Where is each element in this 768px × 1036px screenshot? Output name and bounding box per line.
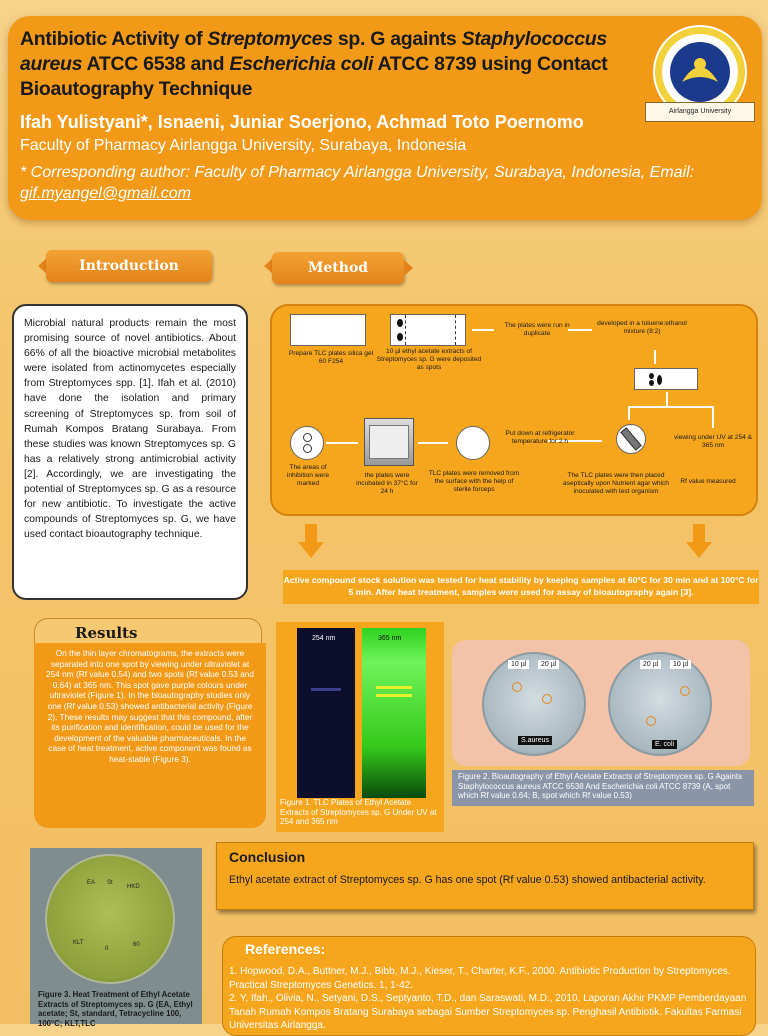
step-remove-label: TLC plates were removed from the surface… [428, 470, 520, 493]
step-duplicate-label: The plates were run in duplicate [504, 322, 570, 337]
title-part: Antibiotic Activity of [20, 28, 208, 50]
flow-arrow [654, 350, 656, 364]
step-develop-label: developed in a toluene:ethanol mixture (… [597, 320, 687, 335]
dish1-name: S.aureus [518, 736, 553, 745]
dish3-label: HKD [127, 884, 140, 890]
down-arrow-icon [298, 524, 324, 558]
title-part: ATCC 6538 and [82, 53, 230, 75]
results-box: On the thin layer chromatograms, the ext… [34, 643, 266, 828]
label-365nm: 365 nm [378, 635, 402, 642]
flow-arrow [548, 440, 602, 442]
petri-dish-ecoli [608, 652, 712, 756]
method-tab: Method [272, 252, 404, 284]
figure-2-caption: Figure 2. Bioautography of Ethyl Acetate… [452, 770, 754, 806]
affiliation: Faculty of Pharmacy Airlangga University… [20, 137, 467, 154]
inhibition-zone [646, 716, 656, 726]
title-part: ATCC 8739 using Contact Bioautography Te… [20, 53, 608, 100]
poster-title: Antibiotic Activity of Streptomyces sp. … [20, 27, 640, 102]
flow-arrow [418, 442, 448, 444]
inhibition-zone [542, 694, 552, 704]
dish2-label-10: 10 µl [670, 660, 692, 669]
logo-band: Airlangga University [645, 102, 755, 122]
dish2-name: E. coli [652, 740, 678, 749]
references-box: References: 1. Hopwood, D.A., Buttner, M… [222, 936, 756, 1036]
flow-arrow [628, 406, 714, 408]
tlc-254nm-image [297, 628, 355, 798]
reference-item: 2. Y, Ifah., Olivia, N., Setyani, D.S., … [229, 993, 747, 1032]
poster-header [8, 16, 762, 220]
flow-arrow [666, 392, 668, 406]
flow-arrow [472, 329, 494, 331]
step-placed-label: The TLC plates were then placed aseptica… [563, 472, 669, 495]
dish3-label: St [107, 880, 113, 886]
tlc-plate-spotted [390, 314, 466, 346]
title-part: Escherichia coli [229, 53, 374, 75]
conclusion-title: Conclusion [229, 849, 306, 865]
label-254nm: 254 nm [312, 635, 336, 642]
references-list: 1. Hopwood, D.A., Buttner, M.J., Bibb, M… [229, 965, 749, 1033]
step-incubate-label: the plates were incubated in 37°C for 24… [356, 472, 418, 495]
step-areas-label: The areas of inhibition were marked [286, 464, 330, 487]
tab-arrow-icon [404, 260, 413, 276]
dish2-label-20: 20 µl [640, 660, 662, 669]
step-prepare-label: Prepare TLC plates silica gel 60 F254 [288, 350, 374, 365]
introduction-tab: Introduction [46, 250, 212, 282]
email-link[interactable]: gif.myangel@gmail.com [20, 185, 191, 202]
step-deposit-label: 10 µl ethyl acetate extracts of Streptom… [376, 348, 482, 371]
title-part: sp. G againts [332, 28, 462, 50]
title-part: Staphylococcus aureus [20, 28, 607, 75]
dish3-label: EA [87, 880, 96, 886]
heat-stability-note: Active compound stock solution was teste… [283, 570, 759, 604]
nutrient-agar-plate [616, 424, 646, 454]
conclusion-text: Ethyl acetate extract of Streptomyces sp… [229, 874, 706, 886]
flow-arrow [568, 329, 592, 331]
method-flowchart: Prepare TLC plates silica gel 60 F254 10… [270, 304, 758, 516]
dish3-label: 60 [133, 942, 140, 948]
flow-arrow [628, 406, 630, 420]
step-refrigerator-label: Put down at refrigerator temperature for… [505, 430, 575, 445]
reference-item: 1. Hopwood, D.A., Buttner, M.J., Bibb, M… [229, 966, 731, 991]
inhibition-plate [290, 426, 324, 460]
down-arrow-icon [686, 524, 712, 558]
dish1-label-10: 10 µl [508, 660, 530, 669]
tlc-plate-blank [290, 314, 366, 346]
tlc-365nm-image [362, 628, 426, 798]
tab-arrow-icon [38, 258, 47, 274]
inhibition-zone [512, 682, 522, 692]
incubator-icon [364, 418, 414, 466]
flow-arrow [326, 442, 358, 444]
dish3-label: KLT [73, 940, 84, 946]
heat-treatment-dish: EA St HKD KLT 0 60 [45, 854, 175, 984]
introduction-box: Microbial natural products remain the mo… [12, 304, 248, 600]
figure-1-caption: Figure 1. TLC Plates of Ethyl Acetate Ex… [280, 798, 437, 827]
inhibition-zone [680, 686, 690, 696]
dish1-label-20: 20 µl [538, 660, 560, 669]
introduction-text: Microbial natural products remain the mo… [24, 318, 236, 541]
tlc-plate-developed [634, 368, 698, 390]
flow-arrow [712, 406, 714, 428]
title-part: Streptomyces [207, 28, 333, 50]
step-uv-label: viewing under UV at 254 & 365 nm [673, 434, 753, 449]
authors: Ifah Yulistyani*, Isnaeni, Juniar Soerjo… [20, 112, 584, 132]
incubated-agar-plate [456, 426, 490, 460]
tab-arrow-icon [264, 258, 273, 274]
dish3-label: 0 [105, 946, 109, 952]
corresponding-text: * Corresponding author: Faculty of Pharm… [20, 164, 695, 181]
conclusion-box: Conclusion Ethyl acetate extract of Stre… [216, 842, 754, 910]
corresponding-author: * Corresponding author: Faculty of Pharm… [20, 162, 750, 204]
references-title: References: [245, 941, 326, 957]
figure-3-caption: Figure 3. Heat Treatment of Ethyl Acetat… [38, 990, 193, 1028]
step-rf-label: Rf value measured [680, 478, 736, 485]
results-text: On the thin layer chromatograms, the ext… [46, 648, 255, 764]
